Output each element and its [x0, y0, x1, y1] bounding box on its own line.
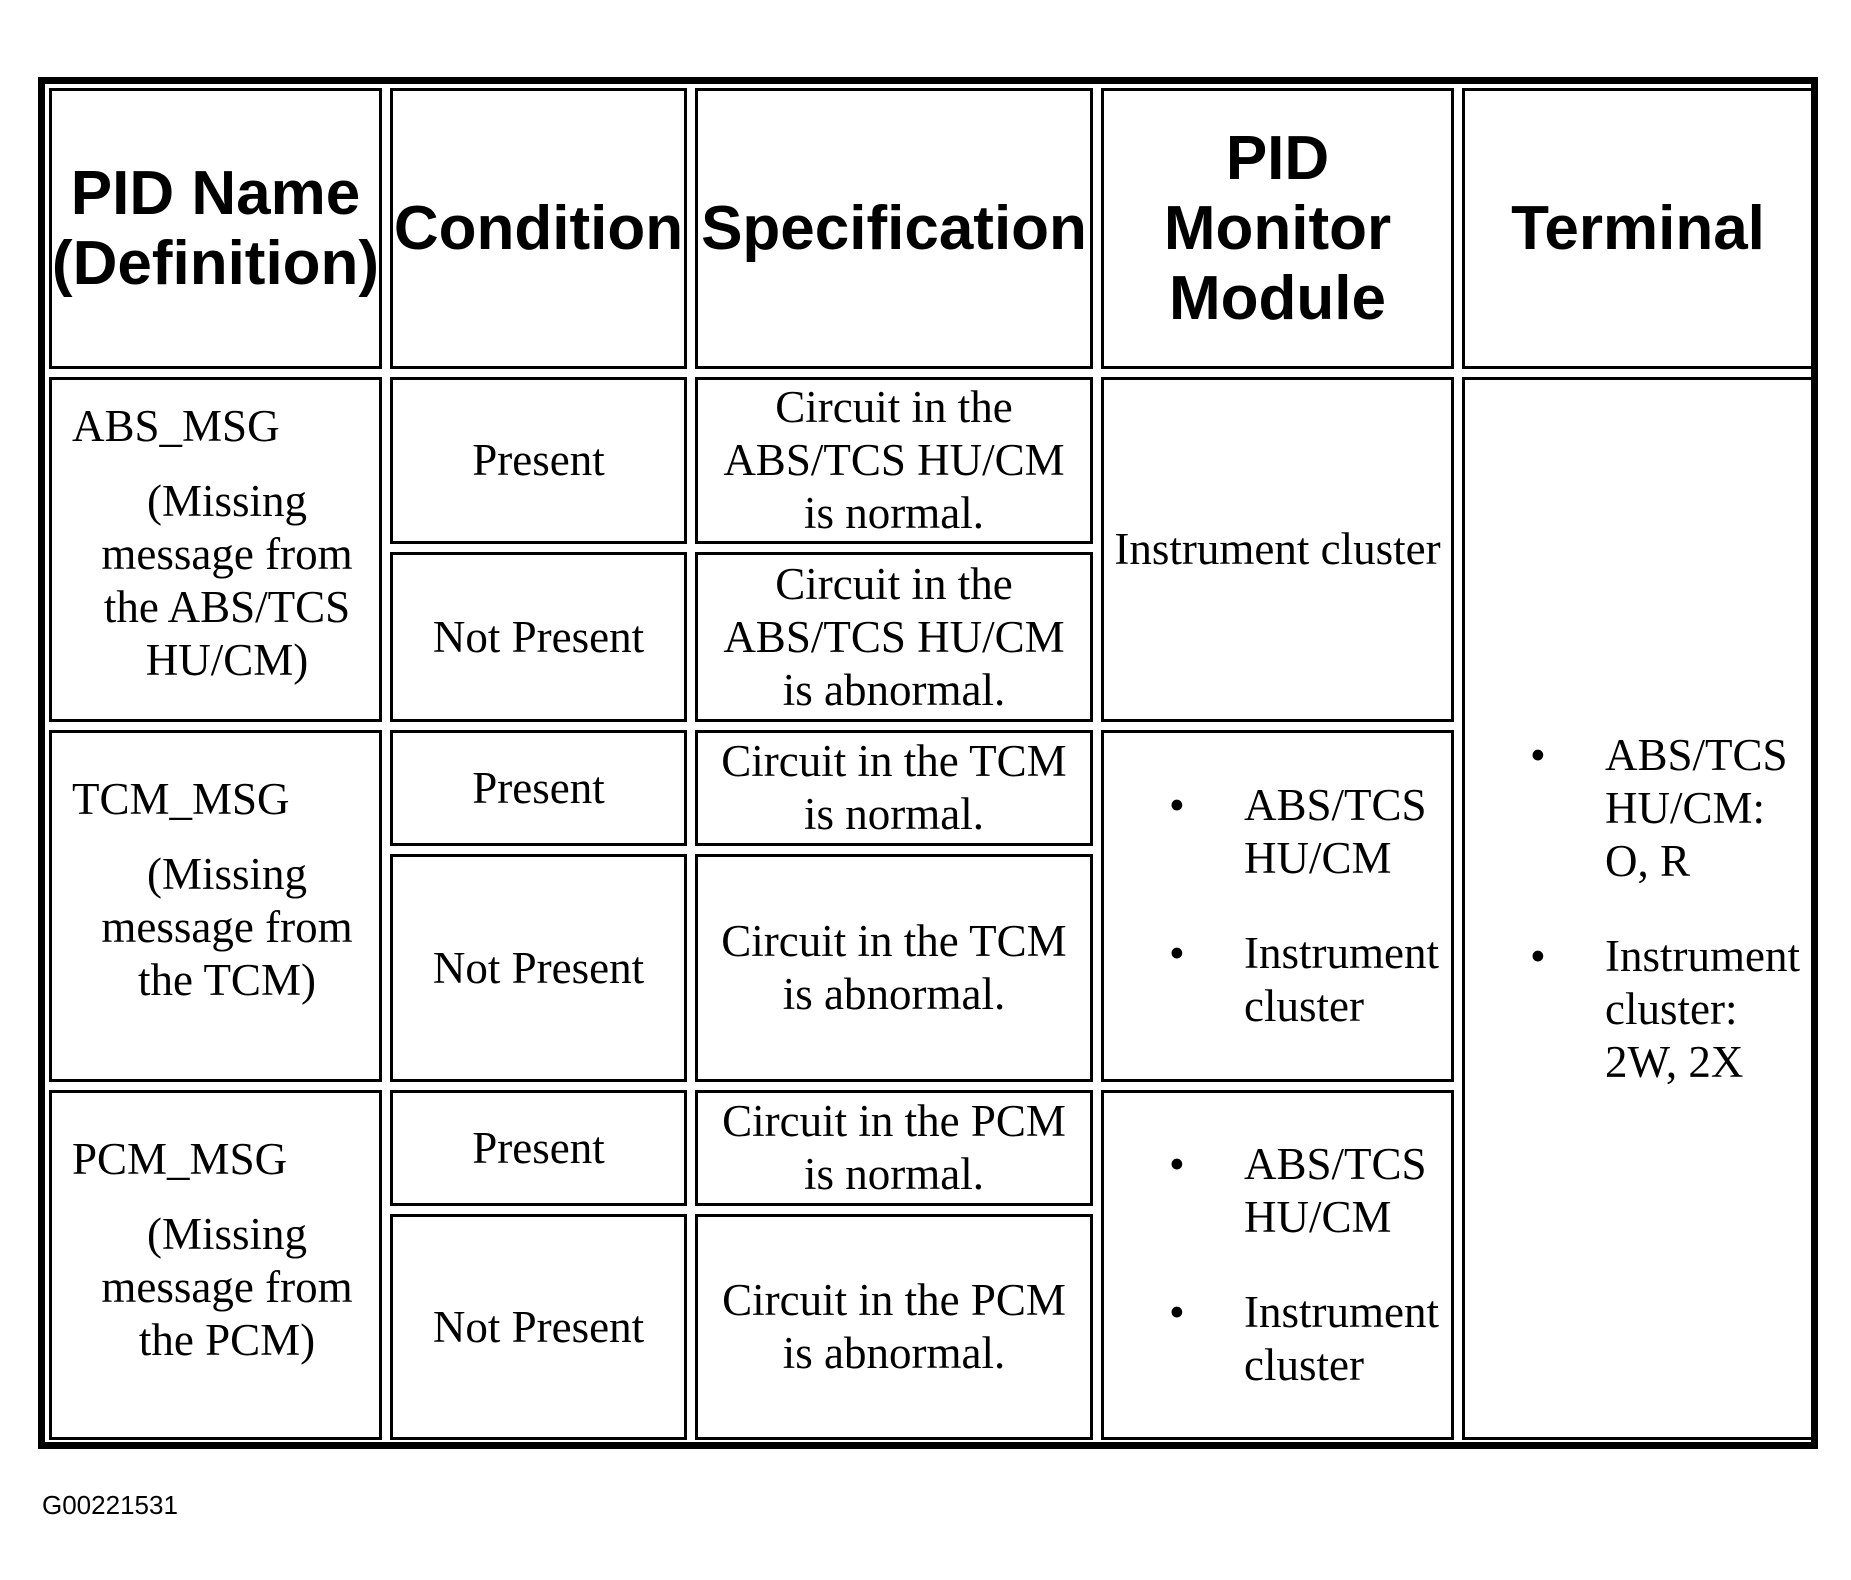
specification-cell: Circuit in the TCM is abnormal. — [695, 854, 1093, 1082]
bullet-icon: • — [1169, 780, 1185, 830]
specification-text: Circuit in the ABS/TCS HU/CM is normal. — [723, 382, 1065, 538]
pid-definition: (Missing message from the ABS/TCS HU/CM) — [101, 476, 353, 685]
header-pid-name-label: PID Name (Definition) — [51, 158, 380, 298]
specification-text: Circuit in the TCM is abnormal. — [721, 916, 1067, 1019]
header-terminal: Terminal — [1462, 88, 1814, 369]
specification-cell: Circuit in the PCM is normal. — [695, 1090, 1093, 1206]
terminal-list: • ABS/TCS HU/CM: O, R • Instrument clust… — [1465, 729, 1805, 1089]
pid-definition: (Missing message from the TCM) — [101, 849, 353, 1005]
figure-id: G00221531 — [42, 1490, 178, 1520]
header-condition: Condition — [390, 88, 687, 369]
condition-cell: Present — [390, 730, 687, 846]
specification-text: Circuit in the PCM is normal. — [722, 1096, 1066, 1199]
header-condition-label: Condition — [393, 193, 684, 263]
terminal-cell: • ABS/TCS HU/CM: O, R • Instrument clust… — [1462, 377, 1814, 1440]
header-specification: Specification — [695, 88, 1093, 369]
list-item: • Instrument cluster — [1104, 1286, 1444, 1392]
list-item-text: ABS/TCS HU/CM — [1244, 1139, 1427, 1242]
pid-cell-pcm-msg: PCM_MSG (Missing message from the PCM) — [49, 1090, 382, 1440]
monitor-module-list: • ABS/TCS HU/CM • Instrument cluster — [1104, 779, 1444, 1033]
header-monitor-module-label: PID Monitor Module — [1163, 123, 1392, 333]
specification-text: Circuit in the ABS/TCS HU/CM is abnormal… — [723, 558, 1065, 715]
condition-cell: Present — [390, 377, 687, 544]
list-item-text: Instrument cluster — [1244, 1287, 1439, 1390]
pid-cell-tcm-msg: TCM_MSG (Missing message from the TCM) — [49, 730, 382, 1082]
condition-text: Present — [472, 1122, 605, 1173]
monitor-module-list: • ABS/TCS HU/CM • Instrument cluster — [1104, 1138, 1444, 1392]
specification-cell: Circuit in the TCM is normal. — [695, 730, 1093, 846]
pid-cell-abs-msg: ABS_MSG (Missing message from the ABS/TC… — [49, 377, 382, 722]
specification-cell: Circuit in the PCM is abnormal. — [695, 1214, 1093, 1440]
condition-cell: Present — [390, 1090, 687, 1206]
header-pid-name: PID Name (Definition) — [49, 88, 382, 369]
bullet-icon: • — [1169, 928, 1185, 978]
bullet-icon: • — [1169, 1139, 1185, 1189]
header-terminal-label: Terminal — [1511, 193, 1765, 263]
list-item-text: Instrument cluster — [1244, 928, 1439, 1031]
condition-text: Not Present — [432, 942, 645, 993]
specification-text: Circuit in the PCM is abnormal. — [722, 1275, 1066, 1378]
condition-cell: Not Present — [390, 552, 687, 722]
bullet-icon: • — [1530, 729, 1546, 780]
bullet-icon: • — [1530, 930, 1546, 981]
condition-cell: Not Present — [390, 854, 687, 1082]
header-monitor-module: PID Monitor Module — [1101, 88, 1454, 369]
pid-table: PID Name (Definition) Condition Specific… — [38, 77, 1818, 1449]
condition-text: Present — [472, 435, 605, 485]
condition-text: Not Present — [432, 611, 645, 662]
header-specification-label: Specification — [701, 193, 1087, 263]
condition-cell: Not Present — [390, 1214, 687, 1440]
monitor-module-text: Instrument cluster — [1114, 524, 1441, 574]
specification-cell: Circuit in the ABS/TCS HU/CM is abnormal… — [695, 552, 1093, 722]
list-item-text: ABS/TCS HU/CM: O, R — [1605, 729, 1788, 886]
monitor-module-cell: Instrument cluster — [1101, 377, 1454, 722]
monitor-module-cell: • ABS/TCS HU/CM • Instrument cluster — [1101, 730, 1454, 1082]
list-item-text: Instrument cluster: 2W, 2X — [1605, 930, 1800, 1087]
specification-cell: Circuit in the ABS/TCS HU/CM is normal. — [695, 377, 1093, 544]
pid-name: ABS_MSG — [72, 401, 280, 451]
list-item: • ABS/TCS HU/CM: O, R — [1465, 729, 1805, 888]
list-item-text: ABS/TCS HU/CM — [1244, 780, 1427, 883]
monitor-module-cell: • ABS/TCS HU/CM • Instrument cluster — [1101, 1090, 1454, 1440]
list-item: • Instrument cluster — [1104, 927, 1444, 1033]
condition-text: Not Present — [432, 1301, 645, 1352]
list-item: • ABS/TCS HU/CM — [1104, 1138, 1444, 1244]
bullet-icon: • — [1169, 1287, 1185, 1337]
list-item: • Instrument cluster: 2W, 2X — [1465, 930, 1805, 1089]
pid-name: PCM_MSG — [72, 1134, 288, 1184]
list-item: • ABS/TCS HU/CM — [1104, 779, 1444, 885]
pid-name: TCM_MSG — [72, 774, 290, 824]
specification-text: Circuit in the TCM is normal. — [721, 736, 1067, 839]
condition-text: Present — [472, 762, 605, 813]
pid-definition: (Missing message from the PCM) — [101, 1209, 353, 1365]
